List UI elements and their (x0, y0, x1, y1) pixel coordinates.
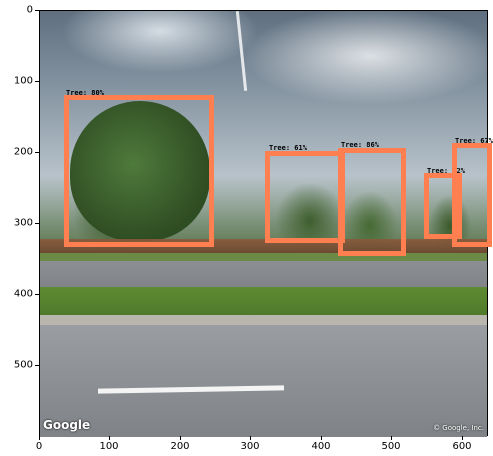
x-tick (39, 436, 40, 440)
detection-label: Tree: 67% (455, 137, 493, 145)
x-tick (321, 436, 322, 440)
x-tick-label: 400 (311, 441, 331, 452)
x-tick (250, 436, 251, 440)
x-tick-label: 500 (381, 441, 401, 452)
x-tick (391, 436, 392, 440)
grass-strip-far (40, 253, 487, 261)
grass-strip (40, 287, 487, 315)
copyright-watermark: © Google, Inc. (433, 424, 484, 432)
y-tick-label: 400 (13, 288, 33, 300)
y-tick (35, 365, 39, 366)
x-tick-label: 300 (240, 441, 260, 452)
y-tick-label: 0 (26, 4, 33, 16)
x-tick (180, 436, 181, 440)
x-tick (462, 436, 463, 440)
detection-box (452, 143, 492, 247)
y-tick-label: 300 (13, 217, 33, 229)
x-tick-label: 200 (170, 441, 190, 452)
y-tick-label: 500 (13, 359, 33, 371)
detection-box (338, 148, 406, 256)
y-tick (35, 81, 39, 82)
image-frame: Tree: 80% Tree: 61% Tree: 86% Tree: 62% … (39, 10, 493, 437)
y-tick (35, 223, 39, 224)
y-tick-label: 200 (13, 146, 33, 158)
road-near (40, 325, 487, 437)
curb (40, 315, 487, 325)
x-tick-label: 0 (35, 441, 43, 452)
large-tree (70, 101, 210, 241)
detection-box (424, 173, 462, 239)
x-tick-label: 100 (99, 441, 119, 452)
detection-box (265, 151, 345, 243)
y-tick-label: 100 (13, 75, 33, 87)
x-tick-label: 600 (452, 441, 472, 452)
detection-label: Tree: 62% (427, 167, 465, 175)
google-watermark: Google (43, 418, 91, 432)
detection-label: Tree: 86% (341, 141, 379, 149)
detection-label: Tree: 80% (66, 89, 104, 97)
y-tick (35, 152, 39, 153)
y-tick (35, 10, 39, 11)
y-tick (35, 294, 39, 295)
detection-label: Tree: 61% (269, 144, 307, 152)
detection-box (64, 95, 214, 247)
x-tick (109, 436, 110, 440)
